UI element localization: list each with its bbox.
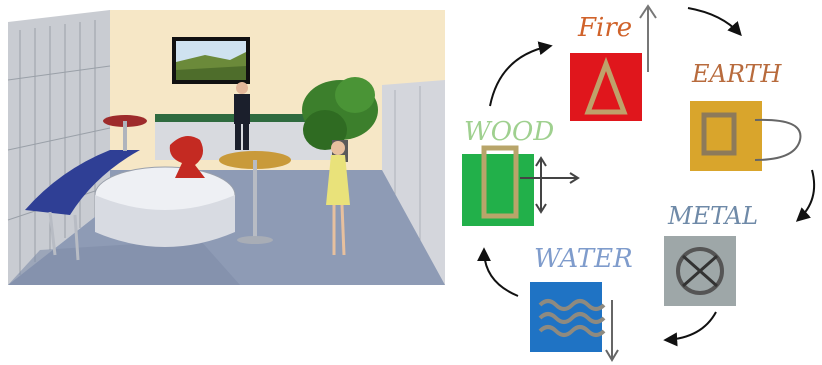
fire-label: Fire <box>577 13 632 43</box>
arrow-water-to-wood <box>484 250 518 296</box>
water-label: WATER <box>534 244 633 274</box>
arrow-wood-to-fire <box>490 46 550 106</box>
arrow-earth-to-metal <box>798 170 814 220</box>
wood-label: WOOD <box>464 117 554 147</box>
metal-label: METAL <box>667 202 758 230</box>
earth-square <box>690 101 762 171</box>
arrow-fire-to-earth <box>688 8 740 34</box>
earth-label: EARTH <box>691 60 783 88</box>
arrow-metal-to-water <box>666 312 716 340</box>
